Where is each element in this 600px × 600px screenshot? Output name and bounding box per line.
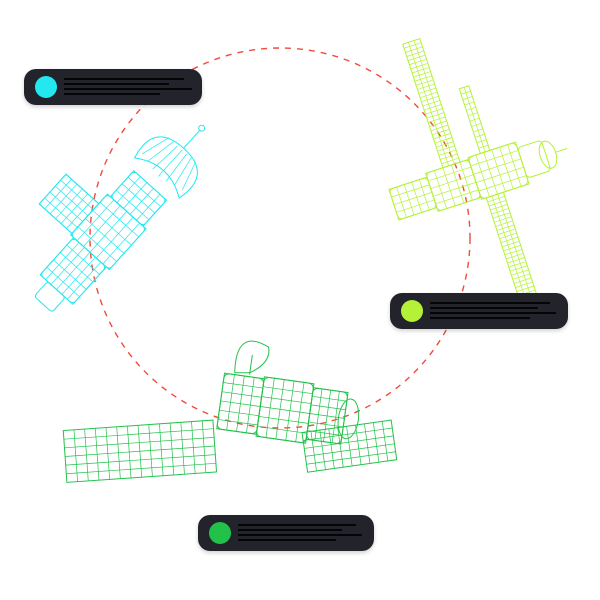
placeholder-line <box>430 307 538 309</box>
satellite-lime <box>388 37 568 313</box>
placeholder-line <box>238 534 362 536</box>
label-card-green <box>198 515 374 551</box>
placeholder-line <box>64 78 184 80</box>
placeholder-line <box>238 529 342 531</box>
placeholder-line <box>430 302 550 304</box>
placeholder-line <box>64 93 160 95</box>
orbit-path <box>89 47 471 429</box>
status-dot-green <box>209 522 231 544</box>
satellite-cyan <box>34 124 206 312</box>
satellite-green <box>62 340 398 483</box>
placeholder-line <box>430 317 530 319</box>
placeholder-line <box>64 83 169 85</box>
label-card-cyan <box>24 69 202 105</box>
status-dot-lime <box>401 300 423 322</box>
label-card-lime <box>390 293 568 329</box>
placeholder-line <box>430 312 556 314</box>
placeholder-line <box>64 88 192 90</box>
status-dot-cyan <box>35 76 57 98</box>
placeholder-line <box>238 539 336 541</box>
placeholder-line <box>238 524 356 526</box>
